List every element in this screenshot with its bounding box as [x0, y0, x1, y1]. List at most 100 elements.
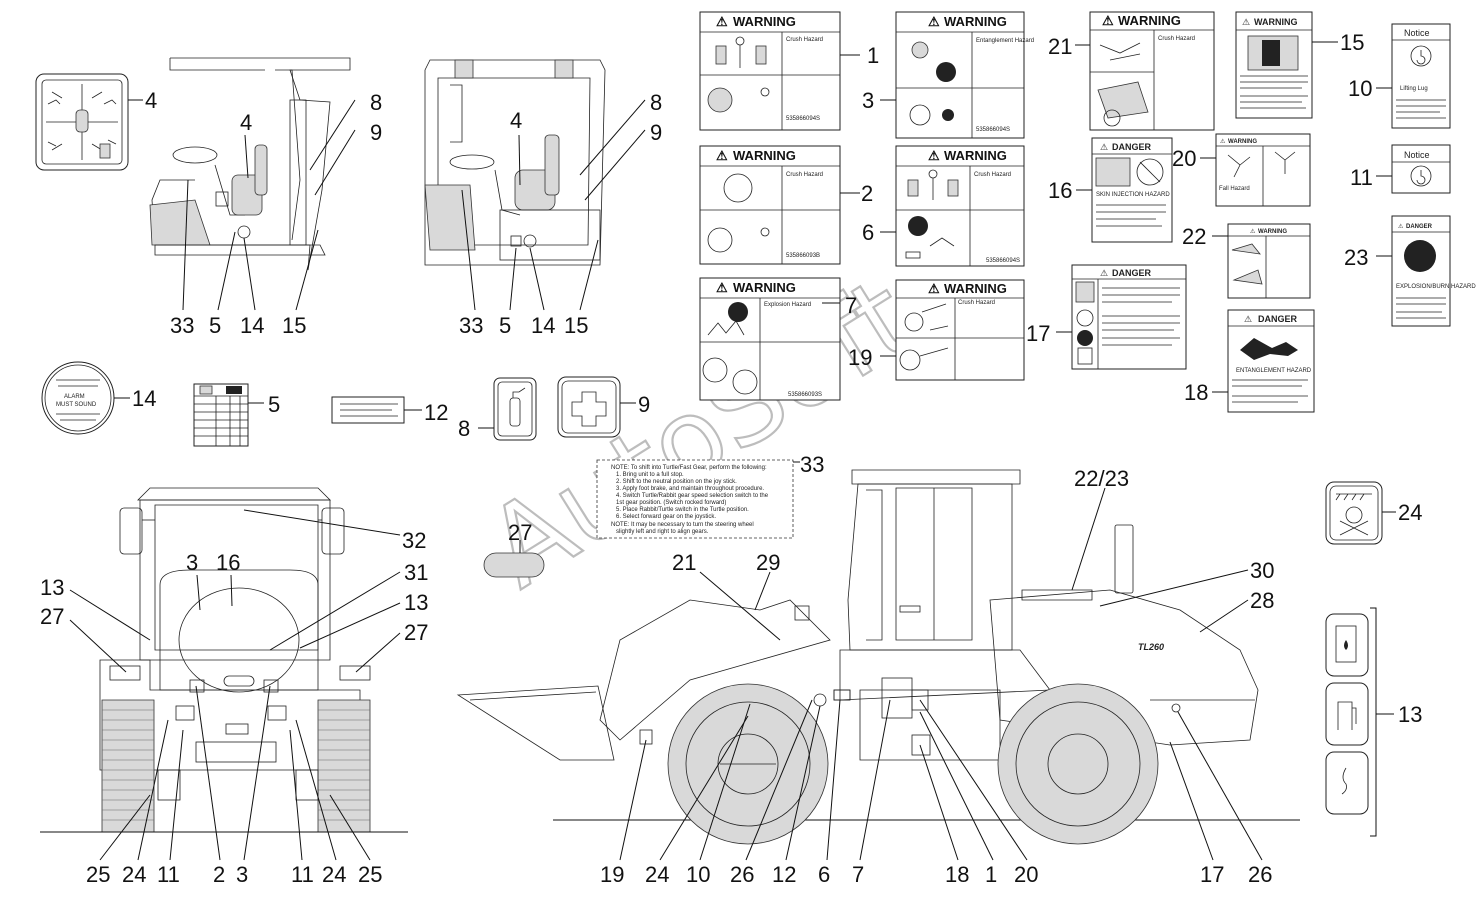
callout-8: 8	[650, 90, 662, 115]
svg-text:⚠: ⚠	[1100, 142, 1108, 152]
callout-12: 12	[424, 400, 448, 425]
callout-15: 15	[564, 313, 588, 338]
svg-text:⚠: ⚠	[1100, 268, 1108, 278]
callout-1: 1	[985, 862, 997, 887]
decal-7-explosion-hazard: ⚠ WARNING Explosion Hazard 535866093S	[699, 277, 841, 401]
callout-33: 33	[800, 452, 824, 477]
callout-19: 19	[848, 345, 872, 370]
callout-12: 12	[772, 862, 796, 887]
decal-24	[1325, 481, 1383, 545]
decal-33-note: NOTE: To shift into Turtle/Fast Gear, pe…	[596, 459, 794, 539]
svg-text:NOTE: It may be necessary to t: NOTE: It may be necessary to turn the st…	[611, 522, 754, 528]
svg-text:⚠: ⚠	[928, 281, 940, 296]
svg-text:Crush Hazard: Crush Hazard	[786, 172, 823, 178]
svg-text:MUST SOUND: MUST SOUND	[56, 402, 97, 408]
callout-3: 3	[186, 550, 198, 575]
svg-text:ALARM: ALARM	[64, 394, 85, 400]
callout-14: 14	[531, 313, 555, 338]
decal-16-skin-injection-hazard: ⚠ DANGER SKIN INJECTION HAZARD	[1091, 137, 1173, 243]
callout-5: 5	[209, 313, 221, 338]
callout-22-23: 22/23	[1074, 466, 1129, 491]
decal-14-alarm: ALARM MUST SOUND	[41, 361, 115, 435]
svg-text:⚠: ⚠	[1244, 314, 1252, 324]
callout-13: 13	[40, 575, 64, 600]
callout-6: 6	[818, 862, 830, 887]
callout-24: 24	[645, 862, 669, 887]
svg-text:535866094S: 535866094S	[986, 258, 1020, 264]
decal-27	[483, 552, 545, 578]
callout-10: 10	[686, 862, 710, 887]
decal-4-controls	[35, 73, 129, 171]
svg-text:SKIN INJECTION HAZARD: SKIN INJECTION HAZARD	[1096, 192, 1170, 198]
callout-26: 26	[1248, 862, 1272, 887]
svg-text:⚠: ⚠	[716, 280, 728, 295]
svg-text:WARNING: WARNING	[733, 148, 796, 163]
callout-17: 17	[1200, 862, 1224, 887]
svg-text:Notice: Notice	[1404, 150, 1430, 160]
callout-33: 33	[459, 313, 483, 338]
callout-15: 15	[1340, 30, 1364, 55]
svg-text:DANGER: DANGER	[1258, 314, 1298, 324]
decal-13-group	[1325, 613, 1369, 815]
callout-4: 4	[240, 110, 252, 135]
callout-8: 8	[458, 416, 470, 441]
callout-17: 17	[1026, 321, 1050, 346]
svg-text:⚠: ⚠	[1102, 13, 1114, 28]
decal-23-explosion-burn: ⚠ DANGER EXPLOSION/BURN HAZARD	[1391, 215, 1476, 327]
svg-text:Notice: Notice	[1404, 28, 1430, 38]
decal-17-danger: ⚠ DANGER	[1071, 264, 1187, 370]
callout-23: 23	[1344, 245, 1368, 270]
callout-27: 27	[40, 604, 64, 629]
callout-19: 19	[600, 862, 624, 887]
callout-3: 3	[236, 862, 248, 887]
svg-text:Crush Hazard: Crush Hazard	[974, 172, 1011, 178]
svg-text:WARNING: WARNING	[1228, 139, 1257, 145]
callout-28: 28	[1250, 588, 1274, 613]
svg-text:Crush Hazard: Crush Hazard	[786, 37, 823, 43]
svg-text:Explosion Hazard: Explosion Hazard	[764, 302, 811, 308]
decal-1-crush-hazard: WARNING ⚠ Crush Hazard 535866094S	[699, 11, 841, 131]
operator-station-cab	[424, 59, 606, 266]
callout-5: 5	[268, 392, 280, 417]
callout-21: 21	[1048, 34, 1072, 59]
callout-13: 13	[404, 590, 428, 615]
svg-text:1. Bring unit to a full stop.: 1. Bring unit to a full stop.	[616, 472, 684, 478]
callout-20: 20	[1172, 146, 1196, 171]
svg-text:⚠: ⚠	[716, 148, 728, 163]
callout-25: 25	[358, 862, 382, 887]
decal-20-fall-hazard: ⚠ WARNING Fall Hazard	[1215, 133, 1311, 207]
svg-text:4. Switch Turtle/Rabbit gear s: 4. Switch Turtle/Rabbit gear speed selec…	[616, 493, 769, 499]
callout-33: 33	[170, 313, 194, 338]
svg-text:WARNING: WARNING	[944, 281, 1007, 296]
svg-text:1st gear position. (Switch roc: 1st gear position. (Switch rocked forwar…	[616, 500, 726, 506]
operator-station-open	[149, 57, 351, 271]
callout-2: 2	[861, 181, 873, 206]
callout-27: 27	[404, 620, 428, 645]
svg-text:2. Shift to the neutral positi: 2. Shift to the neutral position on the …	[616, 479, 737, 485]
callout-7: 7	[852, 862, 864, 887]
callout-4: 4	[145, 88, 157, 113]
callout-6: 6	[862, 220, 874, 245]
callout-32: 32	[402, 528, 426, 553]
callout-15: 15	[282, 313, 306, 338]
decal-9-first-aid	[557, 376, 621, 438]
svg-text:Crush Hazard: Crush Hazard	[958, 300, 995, 306]
callout-24: 24	[1398, 500, 1422, 525]
callout-16: 16	[216, 550, 240, 575]
svg-text:WARNING: WARNING	[733, 280, 796, 295]
svg-text:NOTE: To shift into Turtle/Fas: NOTE: To shift into Turtle/Fast Gear, pe…	[611, 465, 767, 471]
callout-1: 1	[867, 43, 879, 68]
callout-8: 8	[370, 90, 382, 115]
svg-text:535866094S: 535866094S	[786, 116, 820, 122]
decal-2-crush-hazard: ⚠ WARNING Crush Hazard 535866093B	[699, 145, 841, 265]
svg-text:WARNING: WARNING	[1118, 13, 1181, 28]
callout-3: 3	[862, 88, 874, 113]
svg-text:⚠: ⚠	[1250, 228, 1256, 235]
decal-15-manual: ⚠ WARNING	[1235, 11, 1313, 119]
decal-5-chart	[193, 383, 249, 447]
decal-10-lifting-lug: Notice Lifting Lug	[1391, 23, 1451, 129]
callout-18: 18	[1184, 380, 1208, 405]
callout-29: 29	[756, 550, 780, 575]
svg-text:DANGER: DANGER	[1406, 224, 1433, 230]
